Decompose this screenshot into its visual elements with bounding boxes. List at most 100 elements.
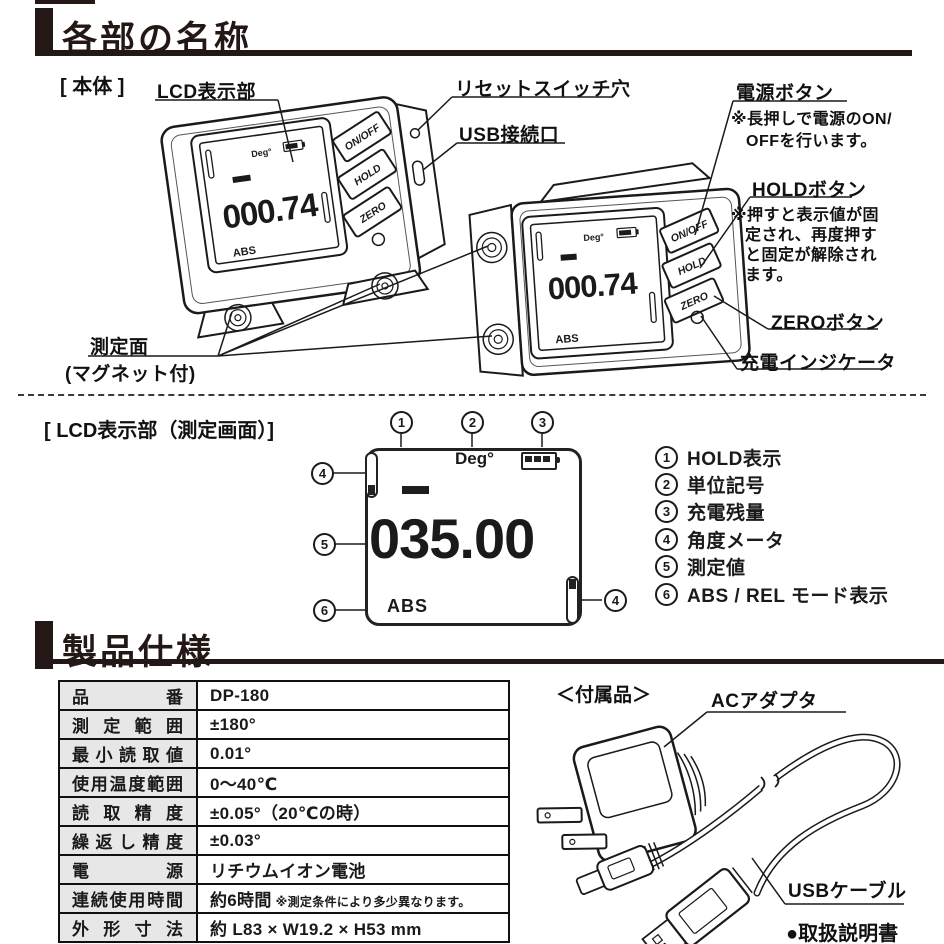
legend-num-1: 1 bbox=[655, 446, 678, 469]
device1-meter-right bbox=[321, 191, 331, 223]
legend-num-6: 6 bbox=[655, 583, 678, 606]
leader-surface bbox=[88, 245, 493, 357]
spec-value: ±0.05°（20℃の時） bbox=[196, 796, 510, 827]
table-row: 連続使用時間 約6時間※測定条件により多少異なります。 bbox=[58, 883, 510, 914]
spec-value-main: 約6時間 bbox=[210, 891, 272, 910]
table-row: 繰返し精度 ±0.03° bbox=[58, 825, 510, 856]
device2-charge-indicator bbox=[690, 310, 704, 325]
section1-bar bbox=[35, 8, 53, 56]
legend-num-2: 2 bbox=[655, 473, 678, 496]
table-row: 最小読取値 0.01° bbox=[58, 738, 510, 769]
legend-label-4: 角度メータ bbox=[687, 531, 785, 552]
spec-value: 約6時間※測定条件により多少異なります。 bbox=[196, 883, 510, 914]
spec-value: リチウムイオン電池 bbox=[196, 854, 510, 885]
label-charge-indicator: 充電インジケータ bbox=[740, 353, 897, 374]
callout-3: 3 bbox=[531, 411, 554, 434]
legend-num-3: 3 bbox=[655, 500, 678, 523]
angle-meter-left bbox=[365, 452, 378, 498]
label-zero-button: ZEROボタン bbox=[771, 313, 885, 334]
device1-minus-sign bbox=[232, 174, 251, 184]
label-ac-adapter: ACアダプタ bbox=[711, 691, 818, 712]
label-lcd-display: LCD表示部 bbox=[157, 82, 257, 103]
legend-label-2: 単位記号 bbox=[687, 476, 766, 497]
spec-label: 使用温度範囲 bbox=[58, 767, 198, 798]
label-power-button: 電源ボタン bbox=[736, 83, 834, 104]
leader-lines-1 bbox=[88, 96, 881, 370]
leader-power bbox=[694, 100, 847, 236]
label-hold-button: HOLDボタン bbox=[752, 180, 867, 201]
legend-item-battery: 3 充電残量 bbox=[655, 498, 765, 525]
device-1: Deg° 000.74 ABS ON/OFF HOLD bbox=[160, 96, 446, 339]
callout-1: 1 bbox=[390, 411, 413, 434]
device1-meter-left bbox=[205, 149, 215, 179]
cable-break-mark bbox=[760, 773, 780, 791]
leader-usb bbox=[422, 142, 565, 171]
leader-charge bbox=[700, 315, 881, 370]
spec-value: 約 L83 × W19.2 × H53 mm bbox=[196, 912, 510, 943]
device1-mode: ABS bbox=[232, 245, 257, 260]
device1-charge-indicator bbox=[371, 232, 386, 247]
legend-item-unit: 2 単位記号 bbox=[655, 471, 765, 498]
table-row: 使用温度範囲 0〜40℃ bbox=[58, 767, 510, 798]
lcd-section-title: [ LCD表示部（測定画面）] bbox=[44, 420, 274, 442]
legend-item-hold: 1 HOLD表示 bbox=[655, 444, 782, 471]
legend-num-4: 4 bbox=[655, 528, 678, 551]
legend-item-angle-meter: 4 角度メータ bbox=[655, 526, 785, 553]
legend-label-1: HOLD表示 bbox=[687, 449, 782, 470]
body-label: [ 本体 ] bbox=[60, 76, 125, 98]
legend-label-5: 測定値 bbox=[687, 558, 746, 579]
table-row: 読取精度 ±0.05°（20℃の時） bbox=[58, 796, 510, 827]
table-row: 測定範囲 ±180° bbox=[58, 709, 510, 740]
callout-5: 5 bbox=[313, 533, 336, 556]
lcd-value: 035.00 bbox=[369, 507, 535, 570]
ac-adapter bbox=[536, 725, 707, 863]
section2-title: 製品仕様 bbox=[62, 633, 215, 672]
spec-value-note: ※測定条件により多少異なります。 bbox=[275, 895, 471, 909]
lcd-callout-lines bbox=[333, 434, 602, 611]
spec-label: 外形寸法 bbox=[58, 912, 198, 943]
spec-value: 0〜40℃ bbox=[196, 767, 510, 798]
device-2: Deg° 000.74 ABS ON/OFF HOLD bbox=[468, 162, 751, 377]
spec-label: 繰返し精度 bbox=[58, 825, 198, 856]
hold-note-line4: ます。 bbox=[745, 267, 793, 284]
device2-unit: Deg° bbox=[583, 232, 605, 243]
usb-a-connector bbox=[641, 867, 753, 944]
spec-label: 品番 bbox=[58, 680, 198, 711]
device2-meter-left bbox=[535, 231, 544, 261]
spec-table: 品番 DP-180 測定範囲 ±180° 最小読取値 0.01° 使用温度範囲 … bbox=[58, 680, 510, 943]
device1-zero-button: ZERO bbox=[342, 186, 403, 238]
legend-label-6: ABS / REL モード表示 bbox=[687, 586, 889, 607]
device2-value: 000.74 bbox=[547, 265, 640, 306]
device1-unit: Deg° bbox=[251, 146, 273, 159]
label-usb-port: USB接続口 bbox=[459, 125, 560, 146]
battery-icon bbox=[521, 452, 560, 470]
plug-prong bbox=[561, 833, 608, 851]
legend-item-value: 5 測定値 bbox=[655, 553, 746, 580]
legend-num-5: 5 bbox=[655, 555, 678, 578]
device2-lcd bbox=[529, 215, 666, 351]
section2-bar bbox=[35, 621, 53, 669]
leader-usb-cable bbox=[751, 857, 904, 905]
callout-4-right: 4 bbox=[604, 589, 627, 612]
spec-value: DP-180 bbox=[196, 680, 510, 711]
table-row: 外形寸法 約 L83 × W19.2 × H53 mm bbox=[58, 912, 510, 943]
lcd-unit: Deg° bbox=[455, 449, 494, 468]
spec-label: 読取精度 bbox=[58, 796, 198, 827]
leader-zero bbox=[713, 295, 878, 330]
callout-6: 6 bbox=[313, 599, 336, 622]
top-crop-strip bbox=[35, 0, 95, 4]
section2-rule bbox=[35, 659, 944, 664]
legend-label-3: 充電残量 bbox=[687, 503, 766, 524]
lcd-diagram bbox=[365, 448, 582, 626]
spec-label: 最小読取値 bbox=[58, 738, 198, 769]
device2-meter-right bbox=[648, 291, 657, 324]
callout-4-left: 4 bbox=[311, 462, 334, 485]
device2-hold-button: HOLD bbox=[661, 242, 722, 289]
device1-lcd bbox=[198, 125, 340, 265]
dashed-divider bbox=[18, 394, 926, 396]
minus-sign bbox=[402, 486, 429, 494]
label-measuring-surface-sub: (マグネット付) bbox=[65, 364, 196, 385]
spec-label: 測定範囲 bbox=[58, 709, 198, 740]
usb-port bbox=[411, 160, 426, 186]
label-measuring-surface: 測定面 bbox=[90, 337, 149, 358]
